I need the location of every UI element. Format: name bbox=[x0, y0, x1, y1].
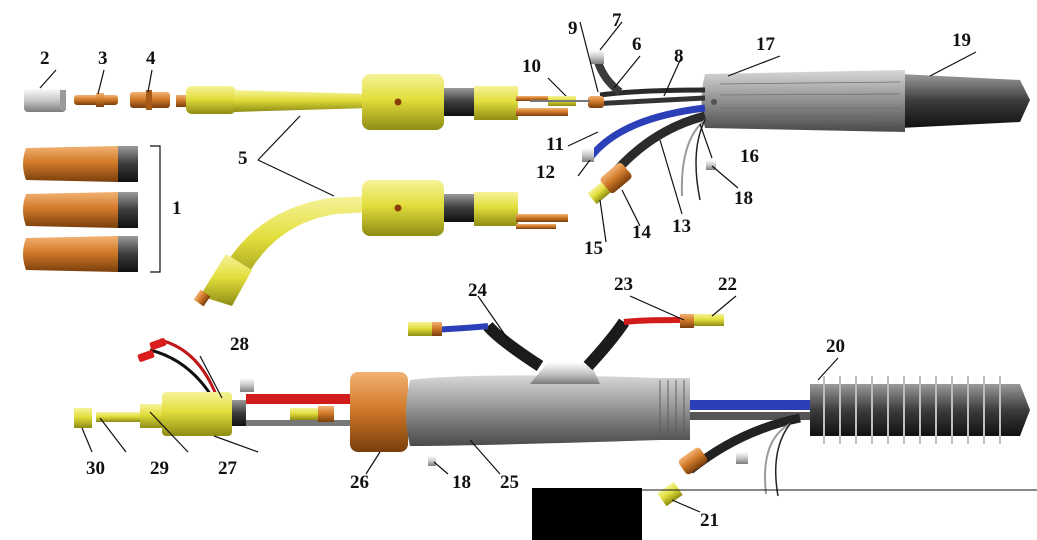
part-26-lock-nut bbox=[350, 372, 408, 452]
part-29-pin bbox=[96, 412, 144, 422]
part-8-liner bbox=[589, 95, 706, 107]
nozzle-3 bbox=[23, 236, 138, 272]
label-30: 30 bbox=[86, 458, 105, 479]
part-12-fitting bbox=[582, 148, 594, 162]
label-22: 22 bbox=[718, 274, 737, 295]
label-24: 24 bbox=[468, 280, 488, 301]
label-10: 10 bbox=[522, 56, 541, 77]
label-19: 19 bbox=[952, 30, 971, 51]
label-9: 9 bbox=[568, 18, 578, 39]
label-26: 26 bbox=[350, 472, 369, 493]
label-21: 21 bbox=[700, 510, 719, 531]
label-8: 8 bbox=[674, 46, 684, 67]
part-1-nozzles bbox=[23, 145, 161, 273]
part-24-hose bbox=[483, 321, 544, 372]
part-3-tip bbox=[74, 93, 118, 107]
part-27-block bbox=[162, 392, 232, 436]
bottom-assembly bbox=[74, 314, 1030, 507]
part-22-connector bbox=[694, 314, 724, 326]
label-4: 4 bbox=[146, 48, 156, 69]
part-11-water-hose bbox=[587, 104, 706, 161]
label-6: 6 bbox=[632, 34, 642, 55]
top-cable-assembly bbox=[530, 50, 1030, 205]
label-3: 3 bbox=[98, 48, 108, 69]
label-25: 25 bbox=[500, 472, 519, 493]
part-5-curved-neck bbox=[193, 180, 568, 307]
nozzle-2 bbox=[23, 192, 138, 228]
redaction-box bbox=[532, 488, 642, 540]
label-17: 17 bbox=[756, 34, 776, 55]
part-14-nut bbox=[600, 162, 632, 194]
part-21-connector bbox=[657, 481, 683, 507]
label-18-bottom: 18 bbox=[452, 472, 471, 493]
part-15-connector bbox=[587, 181, 611, 205]
part-4-tip-holder bbox=[130, 90, 170, 110]
label-23: 23 bbox=[614, 274, 633, 295]
label-27: 27 bbox=[218, 458, 238, 479]
part-18-screw bbox=[706, 160, 716, 170]
part-30-cap bbox=[74, 408, 92, 428]
part-2-diffuser bbox=[24, 88, 66, 112]
nozzle-1 bbox=[23, 146, 138, 182]
part-7-fitting bbox=[590, 50, 604, 64]
label-28: 28 bbox=[230, 334, 249, 355]
red-cable bbox=[246, 394, 376, 404]
label-20: 20 bbox=[826, 336, 845, 357]
leader-lines bbox=[39, 21, 977, 513]
label-2: 2 bbox=[40, 48, 50, 69]
label-7: 7 bbox=[612, 10, 622, 31]
part-9-ring bbox=[588, 96, 604, 108]
label-1: 1 bbox=[172, 198, 182, 219]
label-12: 12 bbox=[536, 162, 555, 183]
label-15: 15 bbox=[584, 238, 603, 259]
label-5: 5 bbox=[238, 148, 248, 169]
label-29: 29 bbox=[150, 458, 169, 479]
label-11: 11 bbox=[546, 134, 564, 155]
label-16: 16 bbox=[740, 146, 759, 167]
part-25-handle bbox=[406, 375, 690, 446]
label-14: 14 bbox=[632, 222, 652, 243]
part-16-wires bbox=[695, 119, 706, 201]
part-17-handle bbox=[701, 70, 905, 132]
part-19-cable bbox=[900, 74, 1030, 128]
label-18-top: 18 bbox=[734, 188, 753, 209]
number-labels: 2 3 4 1 5 10 9 7 6 8 17 19 11 12 16 18 1… bbox=[40, 10, 971, 531]
part-6-gas-hose bbox=[599, 87, 706, 98]
part-23-hose bbox=[583, 318, 629, 371]
label-13: 13 bbox=[672, 216, 691, 237]
part-5-straight-neck bbox=[176, 74, 568, 130]
